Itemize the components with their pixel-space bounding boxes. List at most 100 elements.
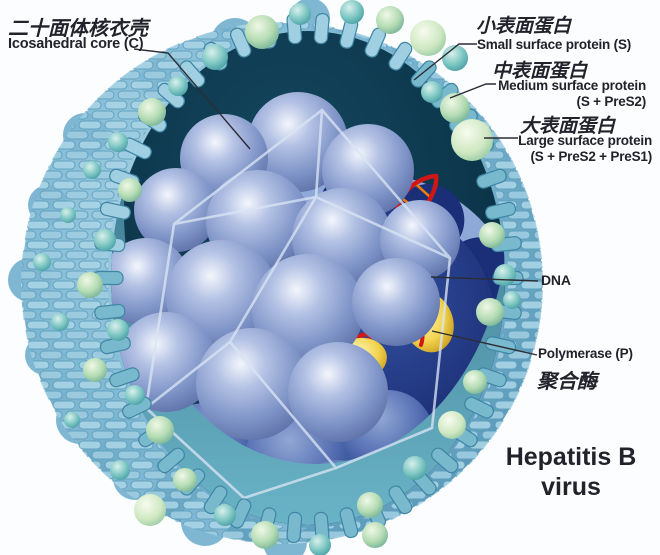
rim-stud-shape (157, 447, 185, 474)
rim-stud (485, 201, 517, 220)
surface-protein-sphere (421, 81, 443, 103)
rim-stud (388, 41, 413, 71)
surface-protein-sphere (146, 416, 174, 444)
capsid-spheres (111, 92, 460, 442)
capsid-sphere (196, 328, 308, 440)
dna-rung (414, 182, 432, 199)
label-medium-protein-line2: (S + PreS2) (576, 94, 647, 109)
surface-protein-sphere (289, 3, 311, 25)
surface-protein-sphere (251, 521, 279, 549)
rim-stud (339, 507, 359, 539)
rim-stud (286, 511, 303, 544)
rim-stud-shape (476, 168, 507, 189)
leader-line-dna (430, 276, 539, 282)
rim-stud (179, 60, 206, 88)
surface-protein-sphere (245, 15, 279, 49)
rim-stud-shape (99, 201, 131, 220)
rim-stud-shape (109, 367, 140, 388)
label-polymerase-en: Polymerase (P) (538, 346, 633, 361)
surface-protein-sphere (202, 44, 228, 70)
surface-protein-sphere (309, 534, 331, 555)
label-small-protein-en: Small surface protein (S) (477, 37, 632, 52)
surface-protein-sphere (110, 460, 130, 480)
surface-protein-sphere (442, 45, 468, 71)
surface-protein-sphere (77, 272, 103, 298)
leader-lines (133, 43, 539, 356)
label-icosahedral-core-en: Icosahedral core (C) (8, 36, 144, 52)
surface-protein-sphere (463, 370, 487, 394)
diagram-title-line1: Hepatitis B (505, 443, 637, 471)
rim-stud-shape (431, 447, 459, 474)
rim-stud-shape (388, 41, 413, 71)
surface-protein-sphere (440, 93, 470, 123)
surface-protein-sphere (451, 119, 493, 161)
surface-protein-sphere (51, 313, 69, 331)
rim-stud (157, 447, 185, 474)
rim-stud (464, 396, 495, 419)
label-polymerase-zh: 聚合酶 (537, 371, 597, 393)
rim-stud-shape (203, 485, 228, 515)
surface-protein-sphere (108, 132, 128, 152)
diagram-title: Hepatitis B virus (496, 442, 646, 502)
rim-stud-shape (464, 396, 495, 419)
label-dna: DNA (541, 272, 571, 288)
rim-stud (431, 447, 459, 474)
rim-stud (229, 27, 252, 58)
rim-stud-shape (485, 201, 517, 220)
surface-protein-sphere (125, 385, 145, 405)
leader-line-small-protein (413, 43, 477, 81)
surface-protein-sphere (479, 222, 505, 248)
surface-protein-sphere (362, 522, 388, 548)
rim-stud (388, 485, 413, 515)
rim-stud-shape (339, 507, 359, 539)
surface-protein-sphere (134, 494, 166, 526)
rim-stud-shape (388, 485, 413, 515)
label-large-protein-line2: (S + PreS2 + PreS1) (530, 149, 652, 164)
label-medium-protein-line1: Medium surface protein (498, 78, 646, 93)
rim-stud (203, 485, 228, 515)
surface-protein-spheres (33, 0, 521, 555)
rim-stud (109, 367, 140, 388)
surface-protein-sphere (94, 229, 116, 251)
surface-protein-sphere (340, 0, 364, 24)
surface-protein-sphere (64, 412, 80, 428)
rim-stud-shape (94, 303, 126, 320)
capsid-sphere (134, 168, 218, 252)
surface-protein-sphere (476, 298, 504, 326)
rim-stud (99, 201, 131, 220)
rim-stud (94, 303, 126, 320)
surface-protein-sphere (118, 178, 142, 202)
surface-protein-sphere (410, 20, 446, 56)
icosahedron-wireframe (144, 108, 452, 500)
label-small-protein-zh: 小表面蛋白 (476, 16, 572, 37)
capsid-sphere (352, 258, 440, 346)
surface-protein-sphere (60, 207, 76, 223)
surface-protein-sphere (214, 504, 236, 526)
leader-line-medium-protein (449, 83, 496, 99)
rim-stud (485, 336, 517, 355)
leader-line-icosahedral-core (133, 48, 251, 150)
surface-protein-sphere (33, 253, 51, 271)
rim-stud-shape (313, 12, 330, 45)
surface-protein-sphere (357, 492, 383, 518)
surface-protein-sphere (494, 264, 516, 286)
surface-protein-sphere (138, 98, 166, 126)
surface-protein-sphere (83, 358, 107, 382)
surface-protein-sphere (376, 6, 404, 34)
surface-protein-sphere (438, 411, 466, 439)
surface-protein-sphere (168, 76, 188, 96)
diagram-title-line2: virus (541, 473, 601, 501)
rim-stud (313, 12, 330, 45)
surface-protein-sphere (107, 319, 129, 341)
label-medium-protein-en: Medium surface protein (S + PreS2) (498, 78, 646, 110)
rim-stud-shape (229, 27, 252, 58)
surface-protein-sphere (173, 468, 197, 492)
rim-stud-shape (286, 511, 303, 544)
surface-protein-sphere (503, 291, 521, 309)
rim-stud (476, 168, 507, 189)
surface-protein-sphere (83, 161, 101, 179)
leader-line-polymerase (431, 330, 538, 356)
rim-stud-shape (179, 60, 206, 88)
